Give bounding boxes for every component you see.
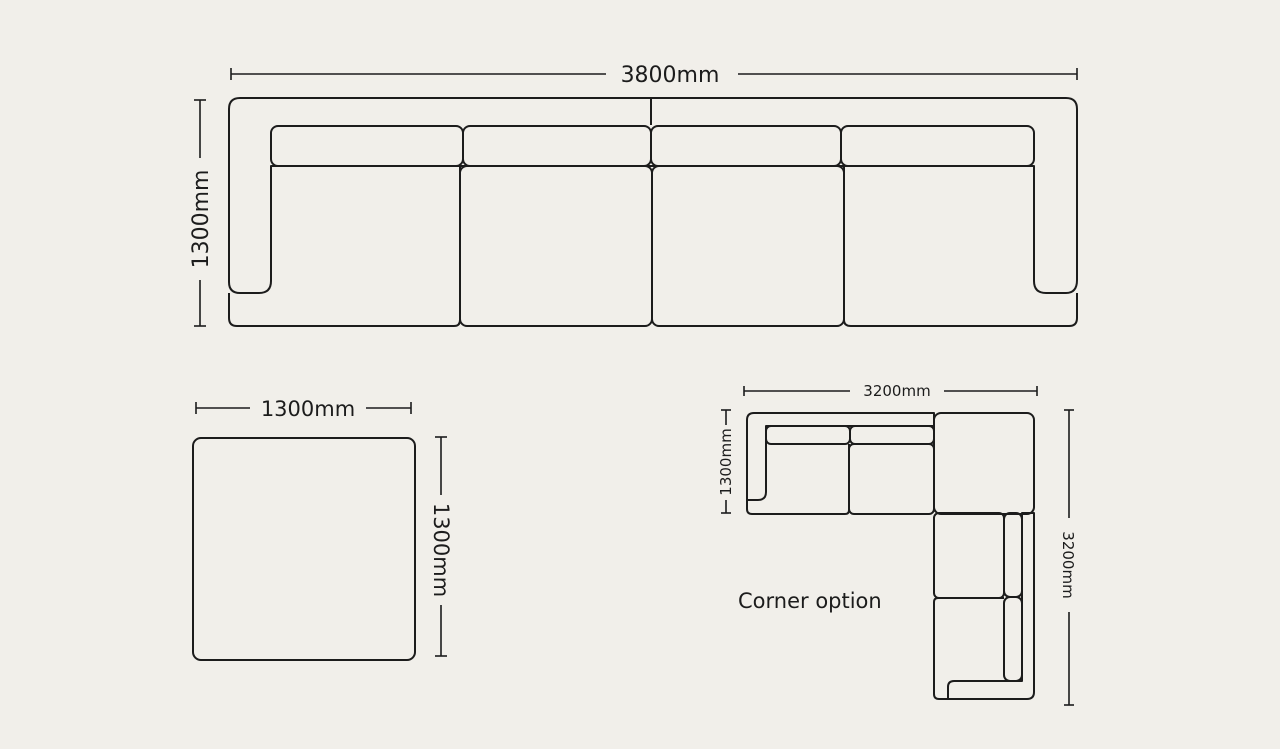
corner-sofa-width-dimension: 3200mm [743, 382, 1038, 400]
ottoman-depth-dimension: 1300mm [429, 436, 453, 657]
back-cushion [270, 125, 464, 167]
corner-sofa-body [746, 412, 1035, 700]
corner-sofa-arm-depth-label: 1300mm [717, 428, 735, 495]
back-cushion [840, 125, 1035, 167]
straight-sofa-depth-dimension: 1300mm [189, 99, 214, 327]
back-cushion [462, 125, 652, 167]
corner-sofa-length-dimension: 3200mm [1059, 409, 1077, 706]
straight-sofa-depth-label: 1300mm [189, 170, 214, 269]
back-cushion [650, 125, 842, 167]
corner-sofa-arm-depth-dimension: 1300mm [717, 409, 735, 514]
straight-sofa: 3800mm 1300mm [189, 63, 1078, 327]
straight-sofa-width-label: 3800mm [621, 63, 720, 88]
ottoman-body [192, 437, 416, 661]
corner-sofa-width-label: 3200mm [863, 382, 930, 400]
back-cushion [1003, 512, 1023, 598]
end-seat-module [746, 444, 850, 515]
end-seat-module [843, 166, 1078, 327]
back-cushion [765, 425, 851, 445]
seat-cushion [848, 443, 935, 515]
back-cushion [1003, 596, 1023, 682]
ottoman-depth-label: 1300mm [429, 503, 453, 597]
corner-seat-module [933, 412, 1035, 515]
seat-cushion [933, 512, 1005, 599]
straight-sofa-width-dimension: 3800mm [230, 63, 1078, 88]
corner-sofa-length-label: 3200mm [1059, 531, 1077, 598]
seat-cushion [651, 165, 845, 327]
corner-sofa: 3200mm 1300mm 3200mm Corner option [717, 382, 1077, 706]
corner-option-caption: Corner option [738, 589, 882, 613]
straight-sofa-body [228, 97, 1078, 327]
back-cushion [849, 425, 935, 445]
ottoman-width-label: 1300mm [261, 397, 355, 421]
seat-cushion [459, 165, 653, 327]
end-seat-module [228, 166, 461, 327]
end-seat-module [933, 597, 1004, 700]
ottoman-width-dimension: 1300mm [195, 397, 412, 421]
ottoman: 1300mm 1300mm [192, 397, 453, 661]
